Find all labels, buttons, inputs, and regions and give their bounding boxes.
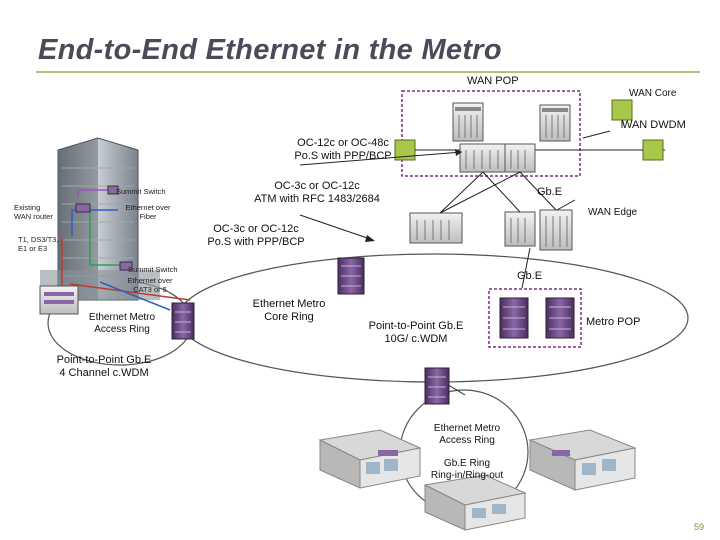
label-ethernet-over-cat: Ethernet over CAT3 or 5 [127, 276, 173, 294]
summit-switch-device-2 [119, 261, 133, 271]
label-ethernet-over-fiber: Ethernet over Fiber [125, 203, 171, 221]
edge-router-2 [504, 211, 536, 247]
page-title: End-to-End Ethernet in the Metro [38, 34, 502, 66]
access-switch-left [39, 285, 79, 315]
storefront-icon-left [318, 429, 422, 489]
label-summit-switch-top: Summit Switch [116, 187, 166, 196]
label-wan-dwdm: WAN DWDM [622, 119, 686, 131]
label-wan-edge: WAN Edge [588, 207, 638, 218]
label-access-ring-left: Ethernet Metro Access Ring [88, 312, 156, 335]
metro-pop-switch-2 [545, 297, 575, 339]
core-router-4 [504, 143, 536, 173]
label-gbe-ring: Gb.E Ring Ring-in/Ring-out [430, 458, 504, 481]
wan-pop-box [401, 90, 581, 177]
label-gbe-mid: Gb.E [517, 270, 543, 282]
dwdm-node-right [642, 139, 664, 161]
metro-pop-switch-1 [499, 297, 529, 339]
page-number: 59 [693, 522, 704, 532]
label-p2p-10g: Point-to-Point Gb.E 10G/ c.WDM [368, 320, 464, 345]
label-wan-core: WAN Core [629, 88, 677, 99]
edge-router-1 [409, 212, 463, 244]
label-core-ring: Ethernet Metro Core Ring [252, 298, 326, 323]
core-router-3 [459, 143, 507, 173]
label-gbe-top: Gb.E [537, 186, 563, 198]
wan-router-device [75, 203, 91, 213]
label-oc12c-pos: OC-12c or OC-48c Po.S with PPP/BCP [294, 137, 392, 162]
left-ring-switch [171, 302, 195, 340]
label-summit-switch-bottom: Summit Switch [128, 265, 178, 274]
core-ring-switch-top [337, 257, 365, 295]
bottom-ring-switch [424, 367, 450, 405]
label-existing-wan-router: Existing WAN router [14, 203, 53, 221]
label-t1-ds3: T1, DS3/T3, E1 or E3 [18, 235, 59, 253]
metro-pop-box [488, 288, 582, 348]
core-router-1 [452, 102, 484, 142]
label-p2p-4ch: Point-to-Point Gb.E 4 Channel c.WDM [56, 354, 152, 379]
label-metro-pop: Metro POP [586, 316, 641, 328]
summit-switch-device [107, 185, 119, 195]
storefront-icon-right [528, 429, 637, 491]
edge-router-3 [539, 209, 573, 251]
dwdm-node-top [611, 99, 633, 121]
storefront-icon-bottom [423, 474, 527, 531]
label-oc3c-pos: OC-3c or OC-12c Po.S with PPP/BCP [207, 223, 305, 248]
label-oc3c-atm: OC-3c or OC-12c ATM with RFC 1483/2684 [254, 180, 380, 205]
label-access-ring-bottom: Ethernet Metro Access Ring [433, 423, 501, 446]
core-router-2 [539, 104, 571, 142]
label-wan-pop: WAN POP [467, 75, 519, 87]
